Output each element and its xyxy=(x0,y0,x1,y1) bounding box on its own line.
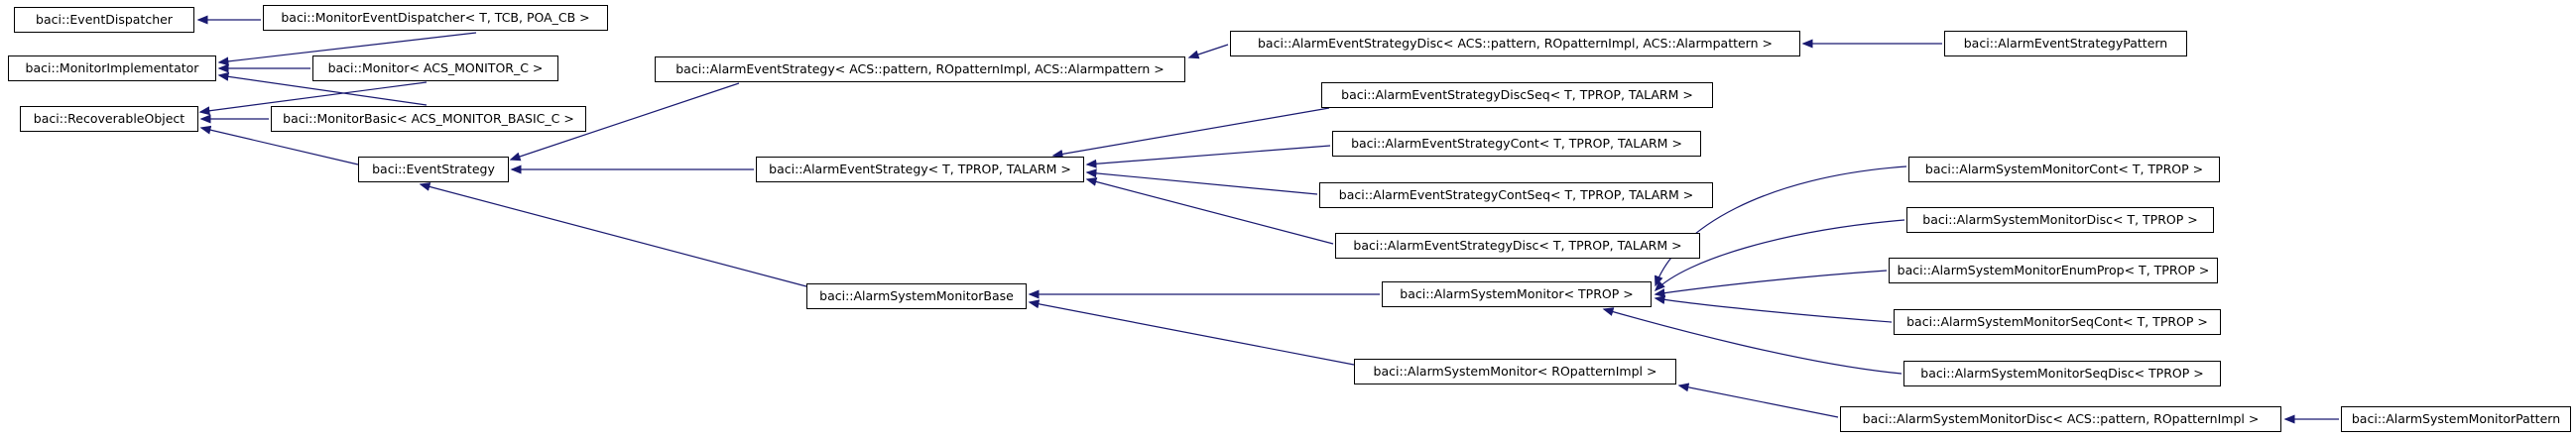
inheritance-edge-monitor-event-dispatcher-to-monitor-implementator xyxy=(217,32,477,66)
class-node-alarm-system-monitor-enum-prop[interactable]: baci::AlarmSystemMonitorEnumProp< T, TPR… xyxy=(1889,258,2218,283)
class-node-label: baci::RecoverableObject xyxy=(33,111,185,126)
inheritance-edge-event-strategy-to-recoverable-object xyxy=(199,125,359,165)
class-node-label: baci::AlarmEventStrategyDisc< T, TPROP, … xyxy=(1353,238,1682,253)
class-node-label: baci::AlarmEventStrategyDiscSeq< T, TPRO… xyxy=(1341,87,1693,102)
class-node-monitor-event-dispatcher[interactable]: baci::MonitorEventDispatcher< T, TCB, PO… xyxy=(263,5,608,31)
inheritance-edge-alarm-system-monitor-base-to-event-strategy xyxy=(419,182,807,287)
class-node-label: baci::Monitor< ACS_MONITOR_C > xyxy=(327,60,544,75)
class-node-alarm-event-strategy-disc-t[interactable]: baci::AlarmEventStrategyDisc< T, TPROP, … xyxy=(1335,233,1700,259)
class-node-alarm-system-monitor-pattern[interactable]: baci::AlarmSystemMonitorPattern xyxy=(2341,406,2571,432)
class-node-alarm-event-strategy-disc-seq[interactable]: baci::AlarmEventStrategyDiscSeq< T, TPRO… xyxy=(1321,82,1713,108)
class-node-alarm-event-strategy-cont[interactable]: baci::AlarmEventStrategyCont< T, TPROP, … xyxy=(1332,131,1701,157)
class-node-alarm-event-strategy-pattern-impl[interactable]: baci::AlarmEventStrategy< ACS::pattern, … xyxy=(655,56,1185,82)
class-node-monitor-basic[interactable]: baci::MonitorBasic< ACS_MONITOR_BASIC_C … xyxy=(271,106,586,132)
class-node-event-dispatcher[interactable]: baci::EventDispatcher xyxy=(14,7,194,33)
class-node-label: baci::AlarmSystemMonitor< TPROP > xyxy=(1400,286,1634,301)
class-node-event-strategy[interactable]: baci::EventStrategy xyxy=(358,157,509,182)
class-node-alarm-event-strategy-t[interactable]: baci::AlarmEventStrategy< T, TPROP, TALA… xyxy=(756,157,1084,182)
class-node-alarm-system-monitor-cont[interactable]: baci::AlarmSystemMonitorCont< T, TPROP > xyxy=(1908,157,2220,182)
class-node-label: baci::AlarmEventStrategyDisc< ACS::patte… xyxy=(1258,36,1773,51)
inheritance-edge-alarm-event-strategy-disc-t-to-alarm-event-strategy-t xyxy=(1085,177,1334,245)
class-node-label: baci::MonitorImplementator xyxy=(25,60,199,75)
inheritance-edge-alarm-event-strategy-cont-seq-to-alarm-event-strategy-t xyxy=(1085,168,1318,195)
class-node-label: baci::EventDispatcher xyxy=(36,12,173,27)
inheritance-edge-monitor-acs-to-recoverable-object xyxy=(198,81,428,116)
class-node-label: baci::MonitorEventDispatcher< T, TCB, PO… xyxy=(281,10,590,25)
class-node-label: baci::MonitorBasic< ACS_MONITOR_BASIC_C … xyxy=(283,111,574,126)
inheritance-edge-alarm-system-monitor-disc-pattern-to-alarm-system-monitor-ropattern xyxy=(1677,383,1839,418)
inheritance-edge-alarm-system-monitor-enum-prop-to-alarm-system-monitor-tprop xyxy=(1654,270,1888,298)
class-node-alarm-system-monitor-ropattern[interactable]: baci::AlarmSystemMonitor< ROpatternImpl … xyxy=(1354,359,1676,384)
class-node-alarm-system-monitor-tprop[interactable]: baci::AlarmSystemMonitor< TPROP > xyxy=(1382,281,1652,307)
inheritance-edge-alarm-event-strategy-disc-pattern-to-alarm-event-strategy-pattern-impl xyxy=(1187,44,1229,59)
class-node-label: baci::AlarmSystemMonitorDisc< T, TPROP > xyxy=(1922,212,2198,227)
inheritance-edge-alarm-system-monitor-cont-to-alarm-system-monitor-tprop xyxy=(1655,165,1907,287)
class-node-label: baci::EventStrategy xyxy=(372,162,495,176)
class-node-label: baci::AlarmSystemMonitorCont< T, TPROP > xyxy=(1924,162,2204,176)
class-node-label: baci::AlarmSystemMonitorEnumProp< T, TPR… xyxy=(1897,263,2210,277)
class-node-alarm-system-monitor-disc-pattern[interactable]: baci::AlarmSystemMonitorDisc< ACS::patte… xyxy=(1840,406,2281,432)
inheritance-edge-alarm-event-strategy-disc-seq-to-alarm-event-strategy-t xyxy=(1051,107,1330,159)
inheritance-edge-alarm-system-monitor-seq-cont-to-alarm-system-monitor-tprop xyxy=(1654,295,1893,323)
class-node-monitor-acs[interactable]: baci::Monitor< ACS_MONITOR_C > xyxy=(312,55,558,81)
class-node-label: baci::AlarmEventStrategy< T, TPROP, TALA… xyxy=(769,162,1071,176)
inheritance-edge-alarm-system-monitor-ropattern-to-alarm-system-monitor-base xyxy=(1028,299,1355,366)
inheritance-edge-alarm-event-strategy-cont-to-alarm-event-strategy-t xyxy=(1085,145,1331,168)
inheritance-edge-alarm-system-monitor-disc-t-to-alarm-system-monitor-tprop xyxy=(1654,219,1905,292)
class-node-label: baci::AlarmSystemMonitorDisc< ACS::patte… xyxy=(1862,411,2260,426)
class-node-monitor-implementator[interactable]: baci::MonitorImplementator xyxy=(8,55,216,81)
class-node-alarm-system-monitor-seq-disc[interactable]: baci::AlarmSystemMonitorSeqDisc< TPROP > xyxy=(1903,361,2221,386)
class-node-alarm-system-monitor-seq-cont[interactable]: baci::AlarmSystemMonitorSeqCont< T, TPRO… xyxy=(1894,309,2221,335)
inheritance-edge-monitor-basic-to-monitor-implementator xyxy=(217,71,428,106)
class-node-label: baci::AlarmEventStrategyPattern xyxy=(1963,36,2168,51)
class-node-alarm-event-strategy-disc-pattern[interactable]: baci::AlarmEventStrategyDisc< ACS::patte… xyxy=(1230,31,1800,56)
class-node-label: baci::AlarmEventStrategy< ACS::pattern, … xyxy=(675,61,1165,76)
class-node-alarm-event-strategy-cont-seq[interactable]: baci::AlarmEventStrategyContSeq< T, TPRO… xyxy=(1319,182,1713,208)
class-node-label: baci::AlarmEventStrategyContSeq< T, TPRO… xyxy=(1338,187,1694,202)
inheritance-edge-alarm-system-monitor-seq-disc-to-alarm-system-monitor-tprop xyxy=(1602,307,1902,375)
class-node-label: baci::AlarmEventStrategyCont< T, TPROP, … xyxy=(1351,136,1682,151)
class-node-alarm-event-strategy-pattern[interactable]: baci::AlarmEventStrategyPattern xyxy=(1944,31,2187,56)
class-node-label: baci::AlarmSystemMonitor< ROpatternImpl … xyxy=(1373,364,1657,379)
class-node-alarm-system-monitor-disc-t[interactable]: baci::AlarmSystemMonitorDisc< T, TPROP > xyxy=(1906,207,2214,233)
class-node-label: baci::AlarmSystemMonitorPattern xyxy=(2351,411,2561,426)
class-node-label: baci::AlarmSystemMonitorBase xyxy=(819,288,1014,303)
class-node-label: baci::AlarmSystemMonitorSeqDisc< TPROP > xyxy=(1920,366,2204,381)
class-node-recoverable-object[interactable]: baci::RecoverableObject xyxy=(20,106,198,132)
inheritance-edge-alarm-event-strategy-pattern-impl-to-event-strategy xyxy=(509,82,740,162)
class-node-alarm-system-monitor-base[interactable]: baci::AlarmSystemMonitorBase xyxy=(806,283,1027,309)
class-node-label: baci::AlarmSystemMonitorSeqCont< T, TPRO… xyxy=(1906,314,2208,329)
